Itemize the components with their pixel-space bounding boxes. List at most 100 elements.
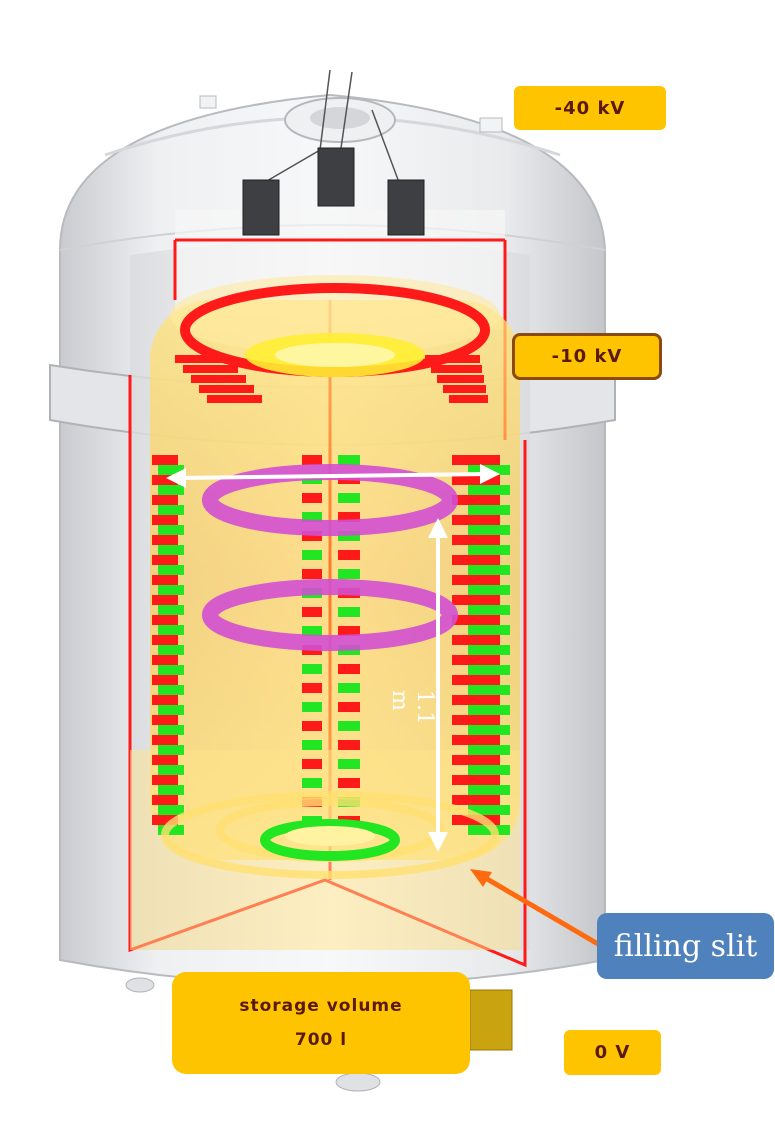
cone-segment-right [437, 375, 484, 383]
ring-segment-right [468, 485, 510, 495]
ring-segment-left [158, 705, 184, 715]
ring-segment-left [152, 575, 178, 585]
ring-segment-left [152, 595, 178, 605]
storage-volume-label: storage volume 700 l [172, 972, 470, 1074]
center-segment [302, 664, 322, 674]
filling-slit-callout: filling slit [597, 913, 774, 979]
ring-segment-left [152, 475, 178, 485]
top-electrode [180, 283, 490, 377]
ring-segment-right [468, 765, 510, 775]
ring-segment-right [468, 605, 510, 615]
ring-segment-right [468, 705, 510, 715]
cone-segment-right [431, 365, 482, 373]
center-segment [302, 531, 322, 541]
ring-segment-right [468, 585, 510, 595]
center-segment [302, 702, 322, 712]
height-dimension-label: 1.1 m [387, 690, 437, 725]
ring-segment-left [158, 745, 184, 755]
center-segment [338, 493, 360, 503]
ring-segment-left [152, 495, 178, 505]
cone-segment-left [199, 385, 254, 393]
center-segment [338, 550, 360, 560]
cone-segment-left [183, 365, 238, 373]
ring-segment-right [468, 825, 510, 835]
ring-segment-right [452, 635, 500, 645]
ring-segment-left [158, 485, 184, 495]
ring-segment-right [468, 725, 510, 735]
storage-value: 700 l [294, 1030, 348, 1050]
center-segment [302, 683, 322, 693]
top-voltage-label: -40 kV [514, 86, 666, 130]
center-segment [338, 740, 360, 750]
ring-segment-right [452, 495, 500, 505]
cone-segment-right [449, 395, 488, 403]
magenta-rings [202, 464, 458, 651]
ring-segment-left [152, 735, 178, 745]
ring-segment-left [158, 825, 184, 835]
center-segment [302, 493, 322, 503]
ring-segment-left [158, 805, 184, 815]
diameter-arrow [166, 464, 500, 488]
center-segment [302, 455, 322, 465]
outer-rings-left [152, 355, 262, 835]
ring-segment-right [452, 775, 500, 785]
ring-segment-left [152, 555, 178, 565]
ring-segment-left [158, 465, 184, 475]
mid-voltage-label: -10 kV [512, 333, 662, 380]
ring-segment-right [452, 535, 500, 545]
cone-segment-left [207, 395, 262, 403]
ring-segment-left [158, 665, 184, 675]
ring-segment-right [468, 685, 510, 695]
center-segment [338, 778, 360, 788]
center-segment [338, 759, 360, 769]
ring-segment-right [452, 575, 500, 585]
ring-segment-left [158, 765, 184, 775]
ring-segment-right [468, 665, 510, 675]
ring-segment-right [452, 655, 500, 665]
ring-segment-left [152, 795, 178, 805]
center-segment [302, 569, 322, 579]
ring-segment-left [152, 455, 178, 465]
ring-segment-right [452, 455, 500, 465]
ring-segment-right [468, 745, 510, 755]
ring-segment-right [452, 735, 500, 745]
cone-segment-right [425, 355, 480, 363]
cone-segment-left [191, 375, 246, 383]
center-segment [338, 721, 360, 731]
ring-segment-left [158, 685, 184, 695]
ring-segment-left [152, 775, 178, 785]
ring-segment-left [158, 545, 184, 555]
ring-segment-right [452, 555, 500, 565]
ring-segment-right [468, 505, 510, 515]
ring-segment-right [452, 715, 500, 725]
ring-segment-right [452, 515, 500, 525]
center-segment [302, 607, 322, 617]
ring-segment-left [158, 585, 184, 595]
ring-segment-left [152, 615, 178, 625]
ring-segment-left [158, 645, 184, 655]
center-segment [302, 512, 322, 522]
ring-segment-left [158, 625, 184, 635]
ring-segment-left [152, 635, 178, 645]
ring-segment-left [158, 725, 184, 735]
ring-segment-right [468, 565, 510, 575]
center-segment [338, 626, 360, 636]
center-segment [302, 721, 322, 731]
ring-segment-left [158, 785, 184, 795]
ring-segment-left [152, 755, 178, 765]
center-segment [338, 702, 360, 712]
center-segment [302, 740, 322, 750]
ring-segment-right [452, 475, 500, 485]
ground-voltage-label: 0 V [564, 1030, 661, 1075]
center-segment [338, 569, 360, 579]
ring-segment-right [452, 755, 500, 765]
filling-slit-arrow [470, 869, 600, 947]
ring-segment-left [158, 565, 184, 575]
ring-segment-right [452, 615, 500, 625]
center-segment [338, 664, 360, 674]
storage-title: storage volume [239, 996, 403, 1016]
ring-segment-left [152, 535, 178, 545]
ring-segment-left [158, 605, 184, 615]
height-arrow [428, 518, 448, 852]
